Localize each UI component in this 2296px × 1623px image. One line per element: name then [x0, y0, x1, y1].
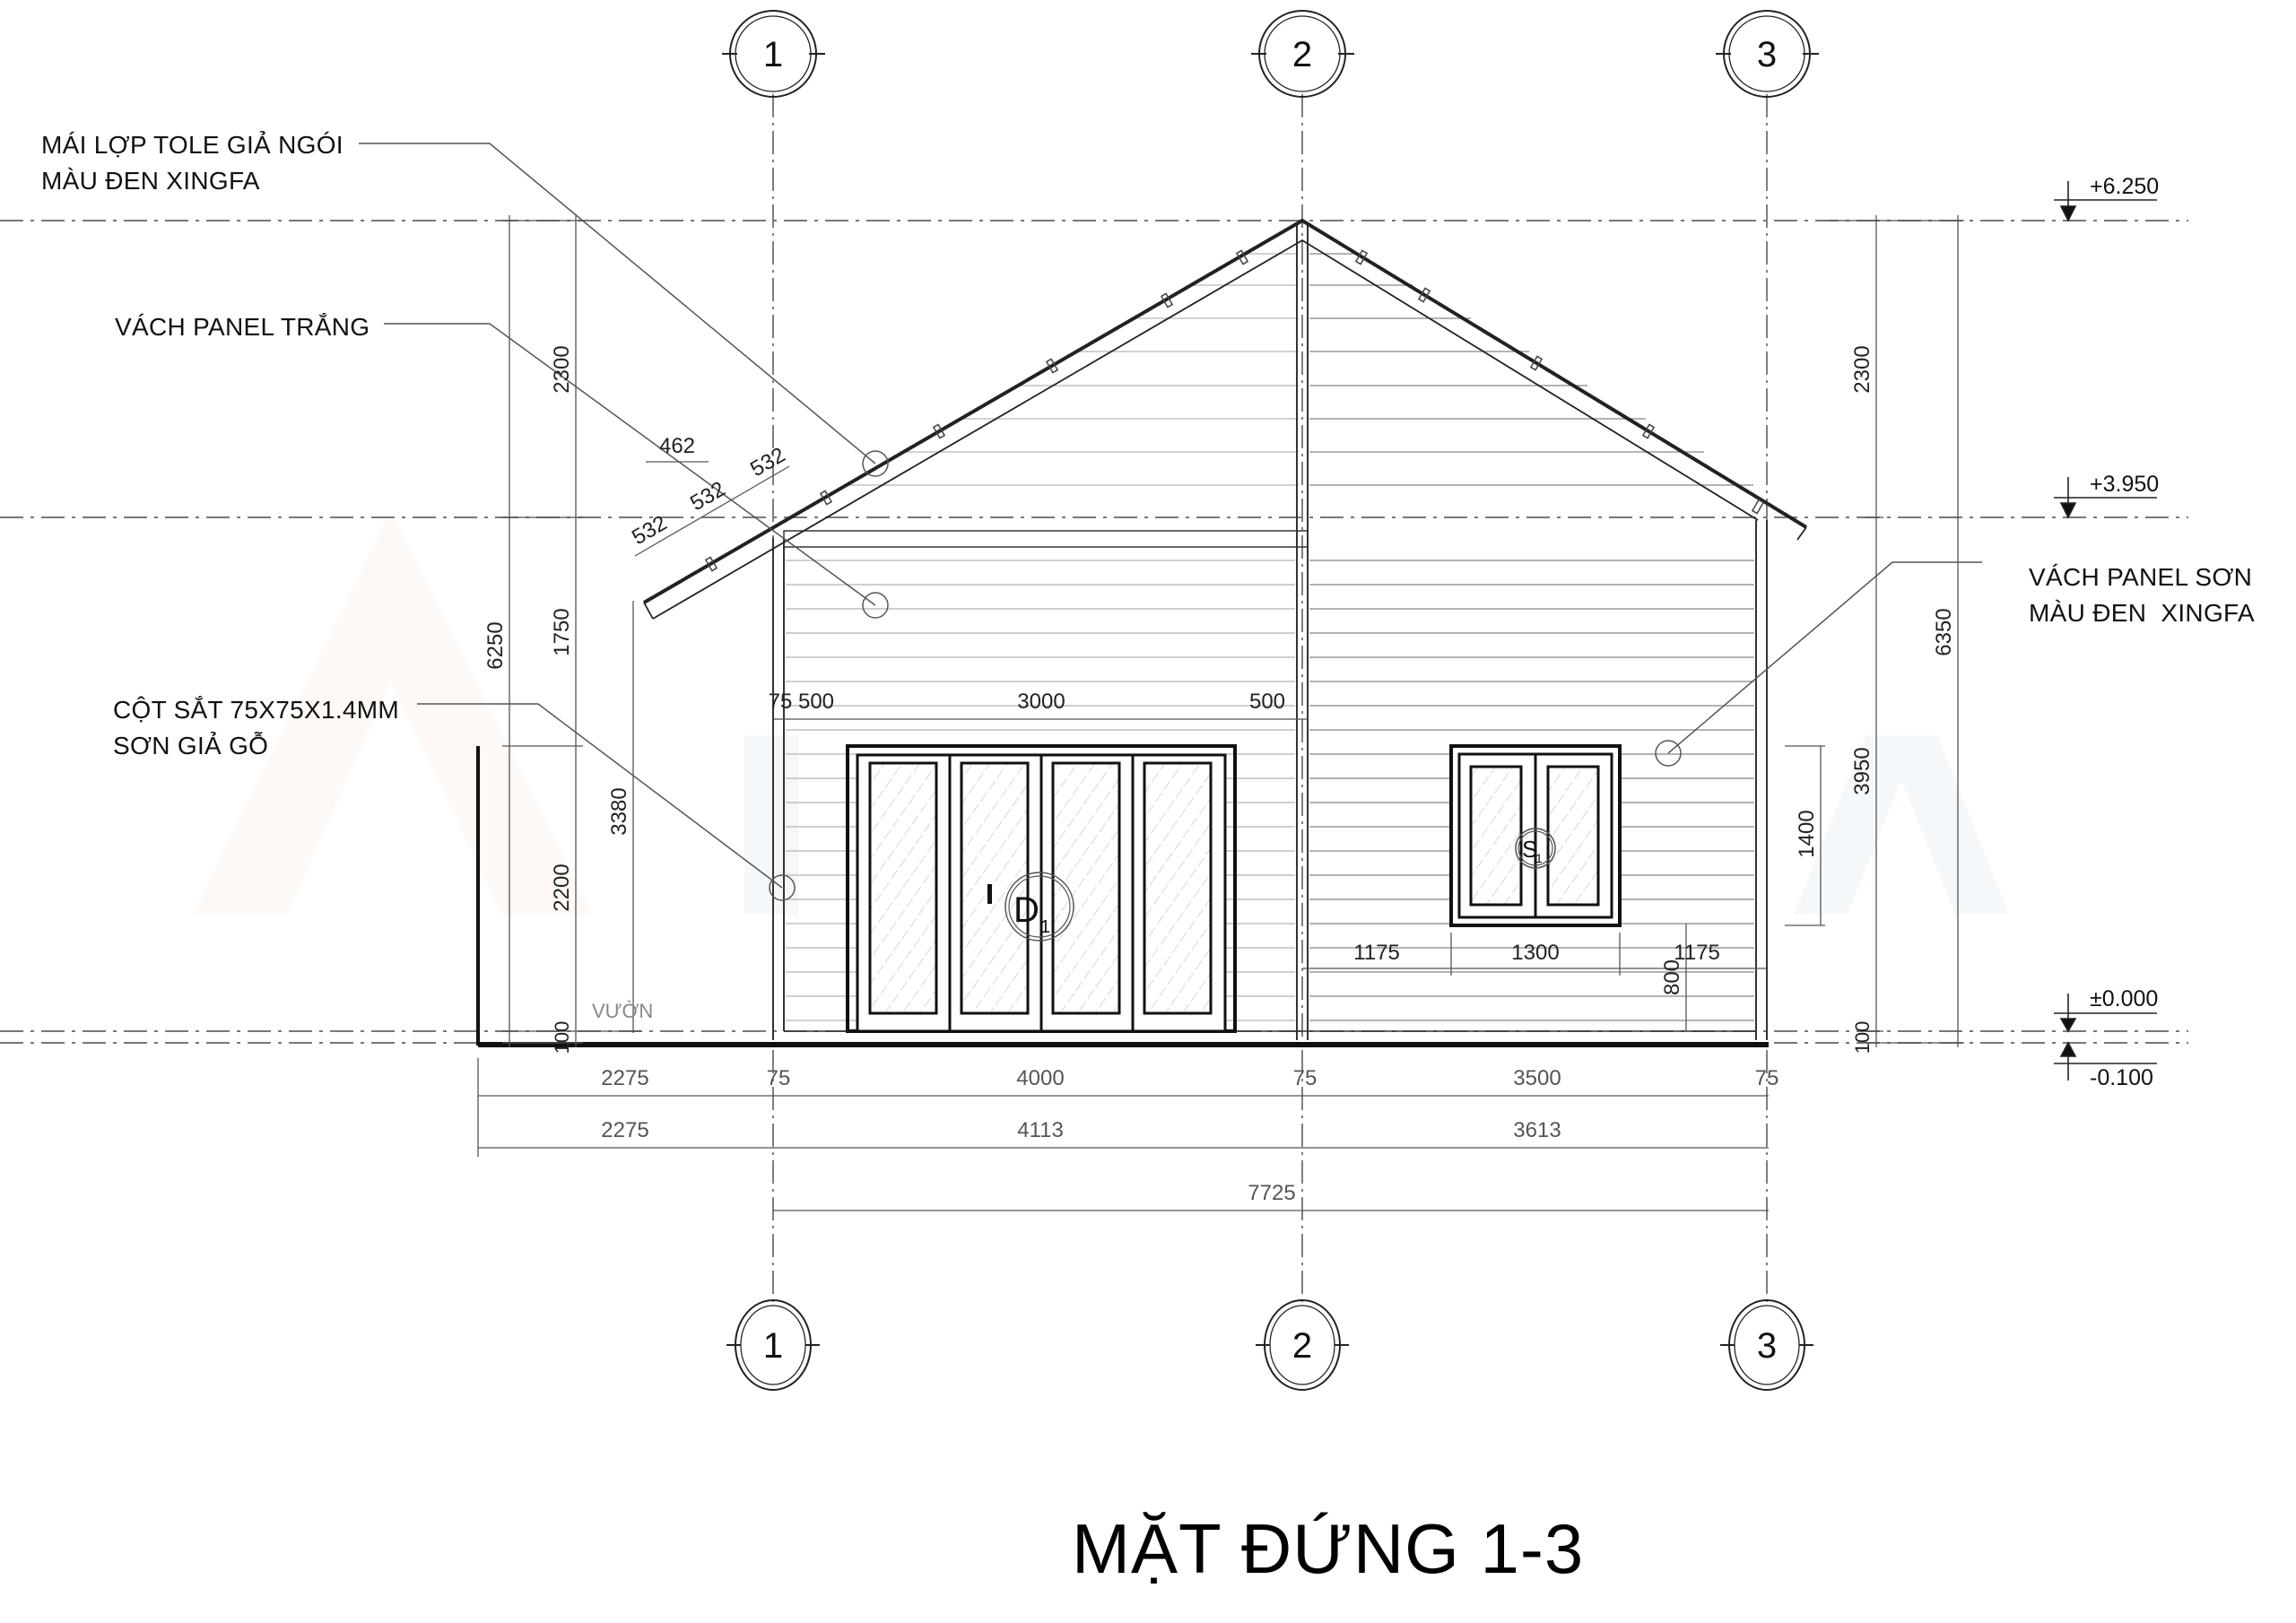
door-tag-sub: 1 [1040, 917, 1050, 937]
wall-siding-left [843, 253, 1299, 486]
dim-overhang: 462 [659, 434, 695, 458]
white-panel-annotation-line1: VÁCH PANEL TRẮNG [115, 313, 370, 341]
roof-annotation-line1: MÁI LỢP TOLE GIẢ NGÓI [41, 131, 344, 159]
dim-row1: 3500 [1513, 1066, 1561, 1090]
window-s1 [1449, 744, 1622, 927]
steel-post-annotation: CỘT SẮT 75X75X1.4MM SƠN GIẢ GỖ [113, 692, 399, 764]
black-panel-annotation-line2: MÀU ĐEN XINGFA [2029, 599, 2255, 627]
grid-bubbles-bottom [726, 1299, 1813, 1391]
drawing-title: MẶT ĐỨNG 1-3 [1072, 1509, 1585, 1588]
dim-slope-2: 532 [686, 477, 729, 516]
black-panel-annotation: VÁCH PANEL SƠN MÀU ĐEN XINGFA [2029, 560, 2255, 631]
dim-row2: 3613 [1513, 1118, 1561, 1142]
grid-label-bottom: 3 [1757, 1326, 1777, 1366]
dim-door-right: 500 [1249, 690, 1285, 714]
dim-window-left: 1175 [1353, 941, 1400, 965]
door-tag: D [1013, 890, 1039, 930]
dim-row3: 7725 [1248, 1181, 1295, 1205]
level-label: +6.250 [2090, 174, 2159, 199]
dim-left-lower: 2200 [550, 864, 574, 911]
dim-left-upper: 1750 [550, 608, 574, 655]
window-tag: S [1522, 836, 1537, 863]
dim-window-width: 1300 [1511, 941, 1559, 965]
steel-post-annotation-line2: SƠN GIẢ GỖ [113, 732, 269, 759]
dim-left-base: 100 [551, 1021, 573, 1055]
dim-row1: 2275 [601, 1066, 648, 1090]
dim-row1: 75 [1755, 1066, 1779, 1090]
dim-door-width: 3000 [1017, 690, 1065, 714]
garden-label: VƯỜN [592, 1000, 653, 1022]
dim-row2: 2275 [601, 1118, 648, 1142]
dim-sill: 800 [1660, 959, 1684, 995]
dim-right-base: 100 [1851, 1021, 1874, 1055]
level-markers [2054, 181, 2157, 1081]
dimension-lines [477, 215, 1964, 1211]
roof [642, 218, 1808, 620]
grid-label-top: 1 [763, 35, 783, 74]
dim-row1: 75 [1293, 1066, 1318, 1090]
roof-annotation: MÁI LỢP TOLE GIẢ NGÓI MÀU ĐEN XINGFA [41, 127, 344, 199]
watermark-logo [193, 511, 2009, 915]
dim-slope-3: 532 [746, 443, 789, 482]
dim-row2: 4113 [1017, 1118, 1064, 1142]
grid-label-bottom: 1 [763, 1326, 783, 1366]
gable-siding-right [1309, 253, 1753, 486]
dim-left-roof: 2300 [550, 345, 574, 393]
dim-right-total: 6350 [1932, 608, 1956, 655]
dim-door-wall: 75 [769, 690, 793, 714]
door-d1 [846, 744, 1237, 1033]
grid-label-bottom: 2 [1292, 1326, 1312, 1366]
black-panel-annotation-line1: VÁCH PANEL SƠN [2029, 563, 2253, 591]
level-label: -0.100 [2090, 1065, 2153, 1090]
dim-left-eave: 3380 [607, 787, 631, 835]
roof-purlin-ticks [704, 249, 1765, 572]
steel-post-annotation-line1: CỘT SẮT 75X75X1.4MM [113, 696, 400, 724]
leader-lines [359, 143, 1982, 901]
dim-row1: 4000 [1016, 1066, 1064, 1090]
grid-bubbles-top [722, 10, 1819, 98]
dim-window-head: 3950 [1850, 747, 1874, 794]
white-panel-annotation: VÁCH PANEL TRẮNG [115, 309, 370, 345]
level-label: ±0.000 [2090, 986, 2158, 1011]
dim-window-right: 1175 [1674, 941, 1720, 965]
grid-label-top: 2 [1292, 35, 1312, 74]
level-label: +3.950 [2090, 472, 2159, 497]
dim-door-left: 500 [798, 690, 834, 714]
dim-left-total: 6250 [483, 621, 508, 669]
dim-row1: 75 [767, 1066, 791, 1090]
dim-window-height: 1400 [1795, 810, 1819, 857]
dim-right-roof: 2300 [1850, 345, 1874, 393]
roof-annotation-line2: MÀU ĐEN XINGFA [41, 167, 260, 195]
grid-label-top: 3 [1757, 35, 1777, 74]
window-tag-sub: 1 [1535, 851, 1543, 865]
